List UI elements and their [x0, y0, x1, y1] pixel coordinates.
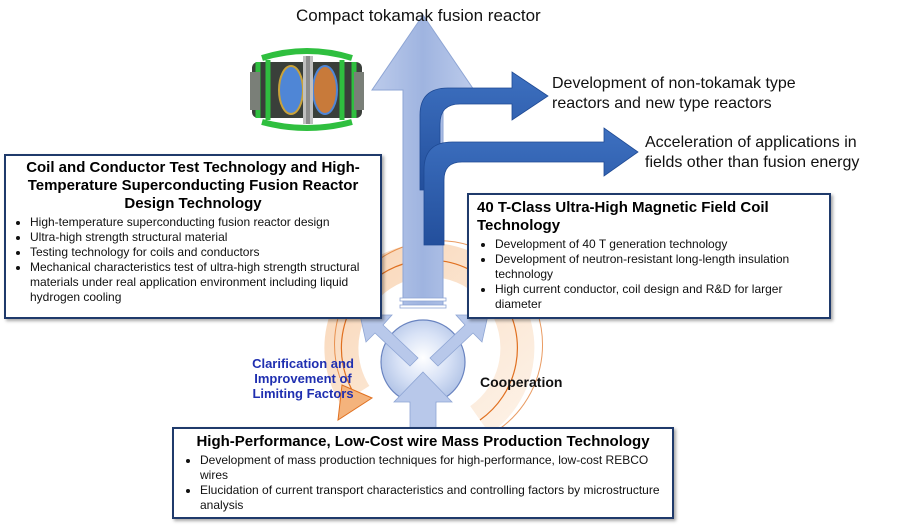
converging-arrow-left [359, 314, 419, 367]
box-40t-coil: 40 T-Class Ultra-High Magnetic Field Coi… [467, 193, 831, 319]
box-wire-production: High-Performance, Low-Cost wire Mass Pro… [172, 427, 674, 519]
outcome-non-tokamak: Development of non-tokamak type reactors… [552, 74, 796, 114]
label-cooperation: Cooperation [480, 374, 563, 390]
branch-arrow-non-tokamak [419, 71, 549, 191]
box-wire-production-title: High-Performance, Low-Cost wire Mass Pro… [196, 433, 650, 450]
list-item: Development of neutron-resistant long-le… [495, 252, 823, 282]
outcome-applications-line2: fields other than fusion energy [645, 154, 860, 171]
box-coil-conductor-test-title: Coil and Conductor Test Technology and H… [26, 159, 360, 212]
list-item: Testing technology for coils and conduct… [30, 245, 374, 260]
list-item: High current conductor, coil design and … [495, 282, 823, 312]
box-coil-conductor-test-list: High-temperature superconducting fusion … [12, 215, 374, 305]
converging-arrow-right [429, 314, 489, 367]
outcome-non-tokamak-line1: Development of non-tokamak type [552, 75, 796, 92]
list-item: Development of mass production technique… [200, 453, 664, 483]
list-item: Mechanical characteristics test of ultra… [30, 260, 374, 305]
label-clarification-line1: Clarification and [252, 356, 354, 371]
list-item: Ultra-high strength structural material [30, 230, 374, 245]
tokamak-reactor-image [250, 48, 364, 131]
box-coil-conductor-test: Coil and Conductor Test Technology and H… [4, 154, 382, 319]
label-clarification-line2: Improvement of [254, 371, 352, 386]
box-40t-coil-list: Development of 40 T generation technolog… [477, 237, 823, 312]
outcome-non-tokamak-line2: reactors and new type reactors [552, 95, 772, 112]
list-item: Development of 40 T generation technolog… [495, 237, 823, 252]
outcome-compact-tokamak: Compact tokamak fusion reactor [296, 6, 541, 25]
branch-arrow-applications [423, 127, 639, 246]
label-clarification: Clarification and Improvement of Limitin… [238, 356, 368, 401]
outcome-applications-line1: Acceleration of applications in [645, 134, 857, 151]
list-item: Elucidation of current transport charact… [200, 483, 664, 513]
box-wire-production-list: Development of mass production technique… [182, 453, 664, 513]
list-item: High-temperature superconducting fusion … [30, 215, 374, 230]
outcome-applications: Acceleration of applications in fields o… [645, 133, 859, 173]
box-40t-coil-title: 40 T-Class Ultra-High Magnetic Field Coi… [477, 199, 769, 234]
label-clarification-line3: Limiting Factors [252, 386, 354, 401]
